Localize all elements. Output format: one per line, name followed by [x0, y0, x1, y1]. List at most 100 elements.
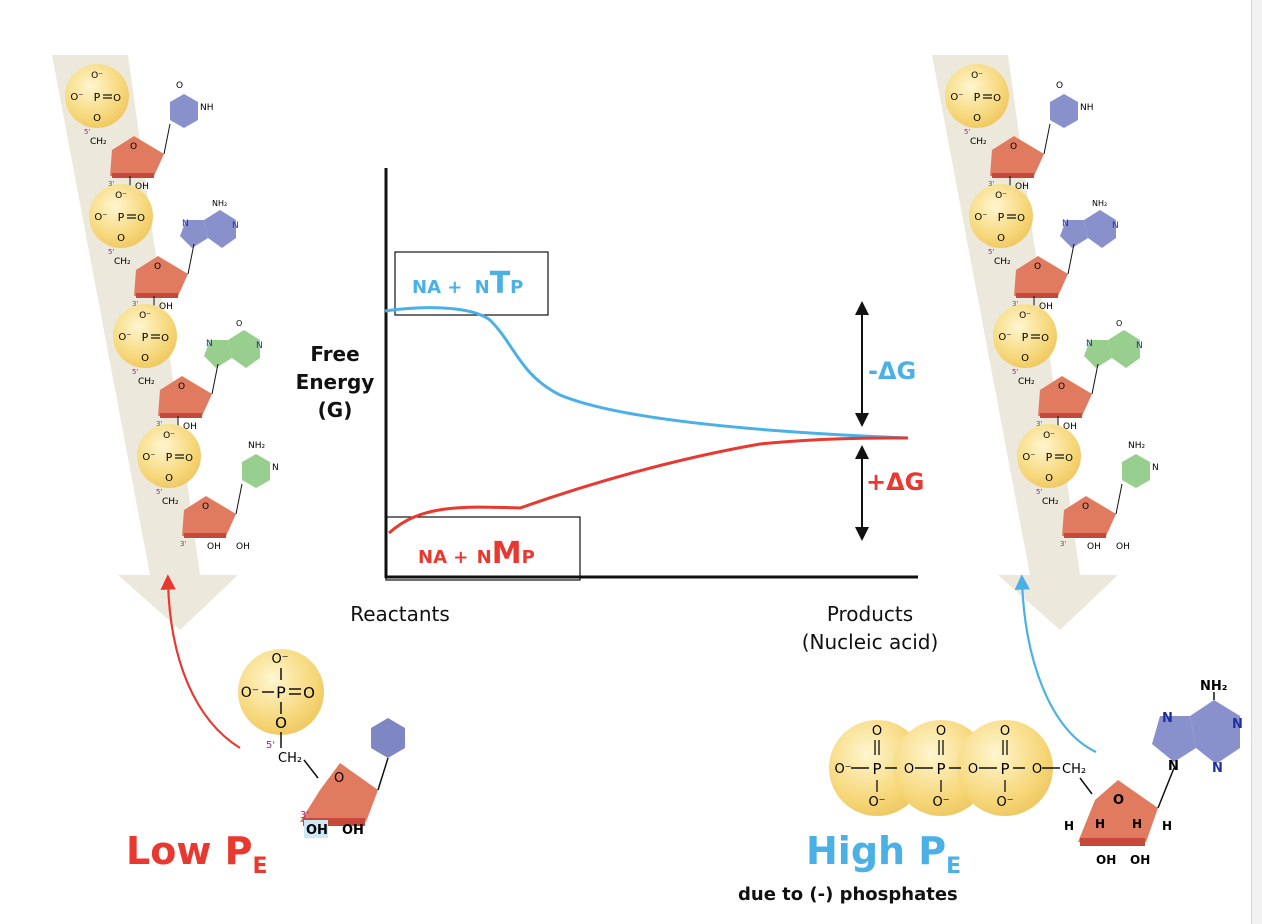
oxygen: O [117, 233, 125, 244]
ch2: CH₂ [1042, 497, 1059, 507]
hydroxyl: OH [1039, 302, 1053, 312]
prime-5: 5' [988, 248, 994, 256]
sugar-edge [992, 173, 1034, 178]
prime-3: 3' [300, 810, 309, 821]
hydroxyl: OH [207, 542, 221, 552]
prime-5: 5' [1036, 488, 1042, 496]
o-minus: O⁻ [950, 92, 963, 103]
n-atom: N [1062, 219, 1069, 229]
ribose-sugar [300, 763, 378, 822]
sugar-base-edge [303, 818, 365, 826]
high-pe-note: due to (-) phosphates [738, 884, 958, 905]
oxygen: O [185, 453, 193, 464]
y-axis-title-line2: Energy [295, 370, 375, 394]
oxygen: O [176, 81, 183, 91]
sugar [110, 136, 164, 176]
prime-3: 3' [108, 180, 114, 188]
ch2: CH₂ [1062, 762, 1086, 777]
sugar [1038, 376, 1092, 416]
o-minus: O⁻ [163, 431, 175, 441]
o-minus: O⁻ [139, 311, 151, 321]
n-atom: N [256, 341, 263, 351]
prime-3: 3' [156, 420, 162, 428]
ring-oxygen: O [1010, 142, 1017, 152]
oxygen: O [113, 93, 121, 104]
o-minus: O⁻ [868, 795, 885, 810]
nh-atom: N [272, 463, 279, 473]
low-pe-main: Low P [126, 829, 253, 873]
bond [235, 483, 243, 515]
phosphorus: P [166, 451, 173, 464]
nmp-label-big: M [492, 536, 522, 571]
o-minus: O⁻ [998, 332, 1011, 343]
purine-five-ring [180, 220, 208, 248]
prime-3: 3' [988, 180, 994, 188]
o-minus: O⁻ [995, 191, 1007, 201]
x-label-products-line1: Products [826, 602, 914, 626]
phosphorus: P [276, 683, 286, 702]
phosphorus: P [998, 211, 1005, 224]
pyrimidine-base [1122, 454, 1150, 488]
o-minus: O⁻ [142, 452, 155, 463]
sugar-edge [1040, 413, 1082, 418]
ntp-label-suffix: P [510, 277, 523, 298]
n-atom: N [232, 221, 239, 231]
oxygen: O [141, 353, 149, 364]
oxygen: O [1116, 319, 1122, 328]
high-pe-main: High P [806, 829, 946, 873]
ntp-label-prefix: NA + [412, 277, 469, 298]
nh-atom: NH [200, 103, 214, 113]
o-minus: O⁻ [118, 332, 131, 343]
sugar [990, 136, 1044, 176]
neg-dg-label: -ΔG [868, 357, 916, 385]
y-axis-title: Free Energy (G) [290, 340, 380, 424]
ntp-label-small: N [475, 277, 490, 298]
nmp-label-prefix: NA + [418, 547, 475, 568]
sugar-edge [160, 413, 202, 418]
high-pe-arrow [1014, 574, 1097, 753]
high-pe-label: High PE [806, 829, 961, 879]
hydroxyl: OH [159, 302, 173, 312]
oxygen: O [993, 93, 1001, 104]
hydroxyl-3: OH [306, 823, 328, 838]
phosphorus: P [936, 760, 945, 778]
sugar-edge [184, 533, 226, 538]
x-label-products-line2: (Nucleic acid) [801, 630, 939, 654]
ring-oxygen: O [178, 382, 185, 392]
ring-oxygen: O [1058, 382, 1065, 392]
n-atom: N [206, 339, 213, 349]
ring-oxygen: O [1113, 793, 1124, 808]
bond [1079, 777, 1093, 795]
oxygen: O [1065, 453, 1073, 464]
ntp-label-box [394, 251, 549, 316]
sugar-base-edge [1080, 838, 1145, 846]
n-atom: N [1136, 341, 1143, 351]
oxygen: O [161, 333, 169, 344]
purine-six-ring [1084, 210, 1116, 248]
hydroxyl: OH [1015, 182, 1029, 192]
vertical-scrollbar[interactable] [1251, 0, 1262, 924]
x-label-reactants: Reactants [350, 602, 450, 626]
prime-5: 5' [156, 488, 162, 496]
hydroxyl: OH [1116, 542, 1130, 552]
prime-3: 3' [1036, 420, 1042, 428]
oxygen: O [973, 113, 981, 124]
y-axis-title-line1: Free [310, 342, 360, 366]
energy-graph: NA + NTP NA + NMP -ΔG +ΔG [384, 168, 924, 581]
phosphorus: P [142, 331, 149, 344]
o-minus: O⁻ [971, 71, 983, 81]
prime-3: 3' [1012, 300, 1018, 308]
prime-5: 5' [132, 368, 138, 376]
high-pe-sub: E [946, 854, 961, 879]
hydrogen: H [1162, 819, 1172, 833]
bond [303, 759, 319, 779]
o-minus: O⁻ [94, 212, 107, 223]
ch2: CH₂ [90, 137, 107, 147]
o-minus: O⁻ [1043, 431, 1055, 441]
hydrogen: H [1095, 817, 1105, 831]
deoxyribose-sugar [1078, 780, 1158, 842]
